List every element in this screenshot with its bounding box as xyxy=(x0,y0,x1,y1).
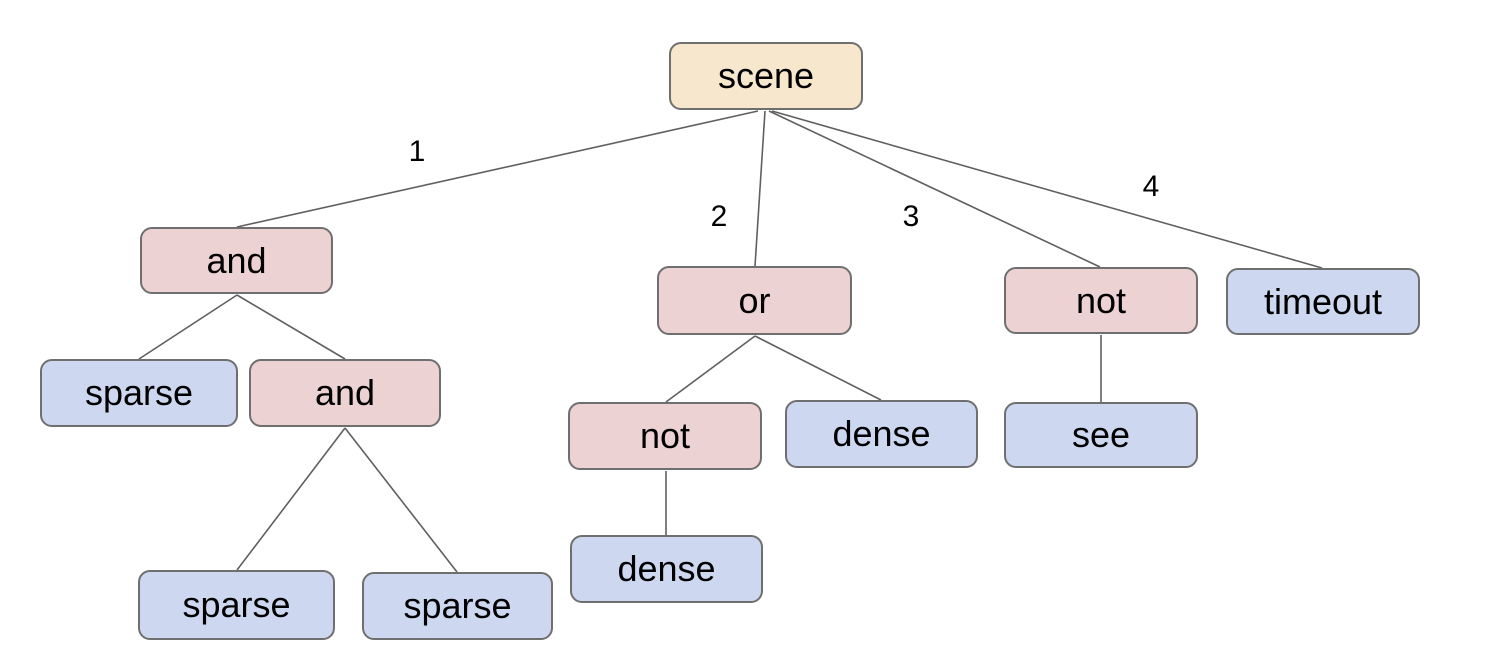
edge-scene-or xyxy=(754,110,766,267)
edge-scene-and xyxy=(236,110,759,228)
edge-and-sparse xyxy=(138,294,238,360)
edge-or-dense xyxy=(754,335,882,401)
node-scene: scene xyxy=(669,42,863,110)
edge-scene-not xyxy=(768,110,1101,268)
node-not-2: not xyxy=(568,402,762,470)
node-and-2: and xyxy=(249,359,441,427)
node-timeout: timeout xyxy=(1226,268,1420,335)
node-see: see xyxy=(1004,402,1198,468)
edge-label-1: 1 xyxy=(409,135,426,168)
node-dense-right: dense xyxy=(785,400,978,468)
node-or: or xyxy=(657,266,852,335)
node-and-1: and xyxy=(140,227,333,294)
edge-scene-timeout xyxy=(771,110,1323,269)
node-not-1: not xyxy=(1004,267,1198,334)
edge-label-3: 3 xyxy=(903,200,920,233)
edge-label-2: 2 xyxy=(711,200,728,233)
edge-and-and xyxy=(236,294,346,360)
edge-or-not xyxy=(665,335,756,403)
edge-and2-sparse-l xyxy=(236,427,346,571)
node-sparse-left: sparse xyxy=(40,359,238,427)
node-sparse-bottom-1: sparse xyxy=(138,570,335,640)
node-dense-bottom: dense xyxy=(570,535,763,603)
node-sparse-bottom-2: sparse xyxy=(362,572,553,640)
edge-label-4: 4 xyxy=(1143,170,1160,203)
edge-and2-sparse-r xyxy=(344,427,458,573)
